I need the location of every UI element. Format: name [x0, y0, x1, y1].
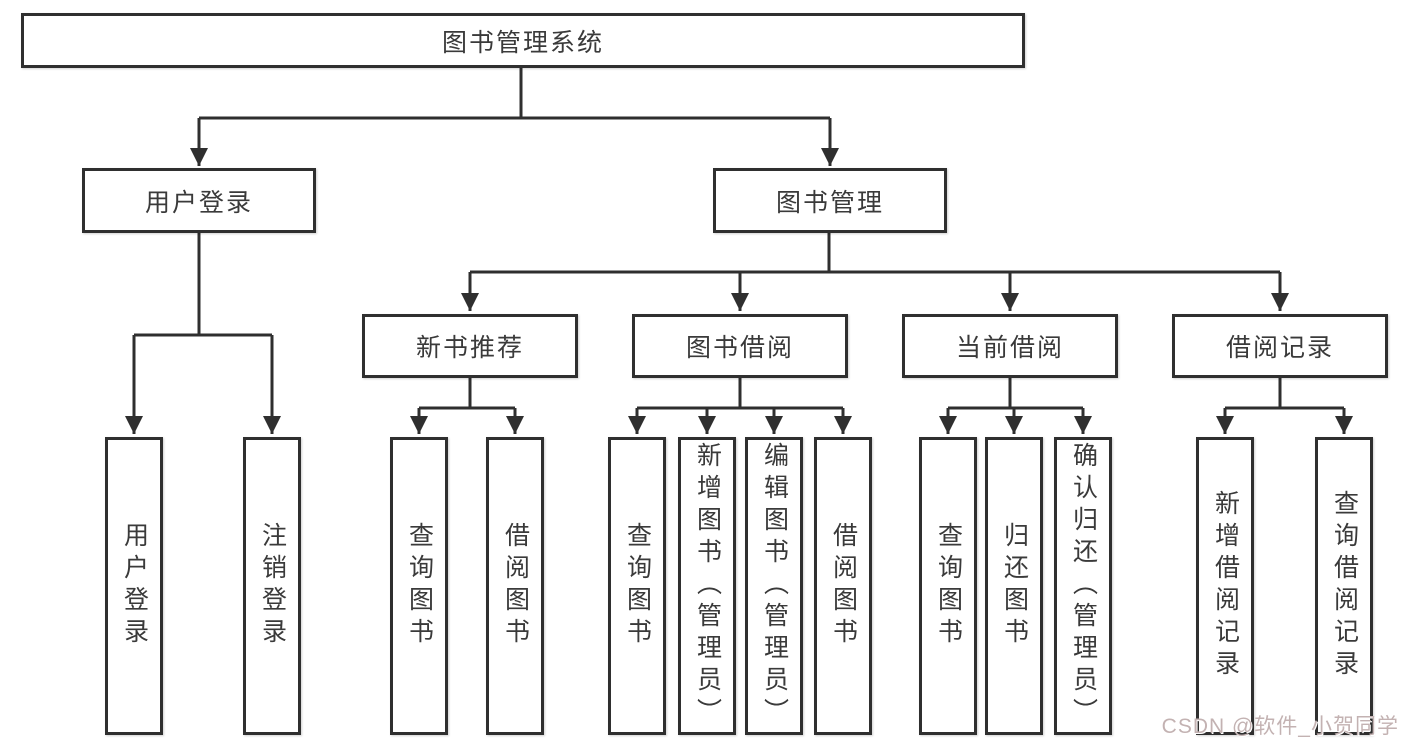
leaf-query-books-recommend-label: 查询图书 [405, 522, 434, 650]
node-book-management-label: 图书管理 [775, 188, 884, 217]
csdn-watermark: CSDN @软件_小贺同学 [1161, 715, 1399, 738]
node-borrowing-records-label: 借阅记录 [1225, 334, 1334, 362]
leaf-query-borrow-record-label: 查询借阅记录 [1330, 490, 1359, 682]
leaf-borrow-books-borrowing-label: 借阅图书 [829, 522, 858, 650]
leaf-return-book: 归还图书 [985, 437, 1043, 735]
leaf-add-borrow-record-label: 新增借阅记录 [1211, 490, 1240, 682]
leaf-add-book-admin-label: 新增图书（管理员） [693, 442, 722, 730]
leaf-user-login-label: 用户登录 [120, 522, 149, 650]
leaf-query-books-current: 查询图书 [919, 437, 977, 735]
leaf-logout: 注销登录 [243, 437, 301, 735]
leaf-add-borrow-record: 新增借阅记录 [1196, 437, 1254, 735]
node-library-management-system-label: 图书管理系统 [441, 28, 604, 57]
leaf-logout-label: 注销登录 [258, 522, 287, 650]
node-new-book-recommendation: 新书推荐 [362, 314, 578, 378]
leaf-return-book-label: 归还图书 [1000, 522, 1029, 650]
leaf-query-books-borrowing: 查询图书 [608, 437, 666, 735]
leaf-borrow-books-recommend-label: 借阅图书 [501, 522, 530, 650]
node-new-book-recommendation-label: 新书推荐 [415, 334, 524, 362]
node-current-borrowing-label: 当前借阅 [955, 334, 1064, 362]
leaf-confirm-return-admin-label: 确认归还（管理员） [1069, 442, 1098, 730]
leaf-borrow-books-borrowing: 借阅图书 [814, 437, 872, 735]
leaf-query-books-current-label: 查询图书 [934, 522, 963, 650]
node-user-login: 用户登录 [82, 168, 316, 233]
leaf-add-book-admin: 新增图书（管理员） [678, 437, 736, 735]
node-current-borrowing: 当前借阅 [902, 314, 1118, 378]
leaf-edit-book-admin-label: 编辑图书（管理员） [760, 442, 789, 730]
leaf-borrow-books-recommend: 借阅图书 [486, 437, 544, 735]
node-library-management-system: 图书管理系统 [21, 13, 1025, 68]
leaf-query-books-recommend: 查询图书 [390, 437, 448, 735]
leaf-edit-book-admin: 编辑图书（管理员） [745, 437, 803, 735]
leaf-confirm-return-admin: 确认归还（管理员） [1054, 437, 1112, 735]
node-user-login-label: 用户登录 [144, 188, 253, 217]
node-borrowing-records: 借阅记录 [1172, 314, 1388, 378]
leaf-query-borrow-record: 查询借阅记录 [1315, 437, 1373, 735]
leaf-user-login: 用户登录 [105, 437, 163, 735]
node-book-borrowing: 图书借阅 [632, 314, 848, 378]
node-book-management: 图书管理 [713, 168, 947, 233]
node-book-borrowing-label: 图书借阅 [685, 334, 794, 362]
leaf-query-books-borrowing-label: 查询图书 [623, 522, 652, 650]
